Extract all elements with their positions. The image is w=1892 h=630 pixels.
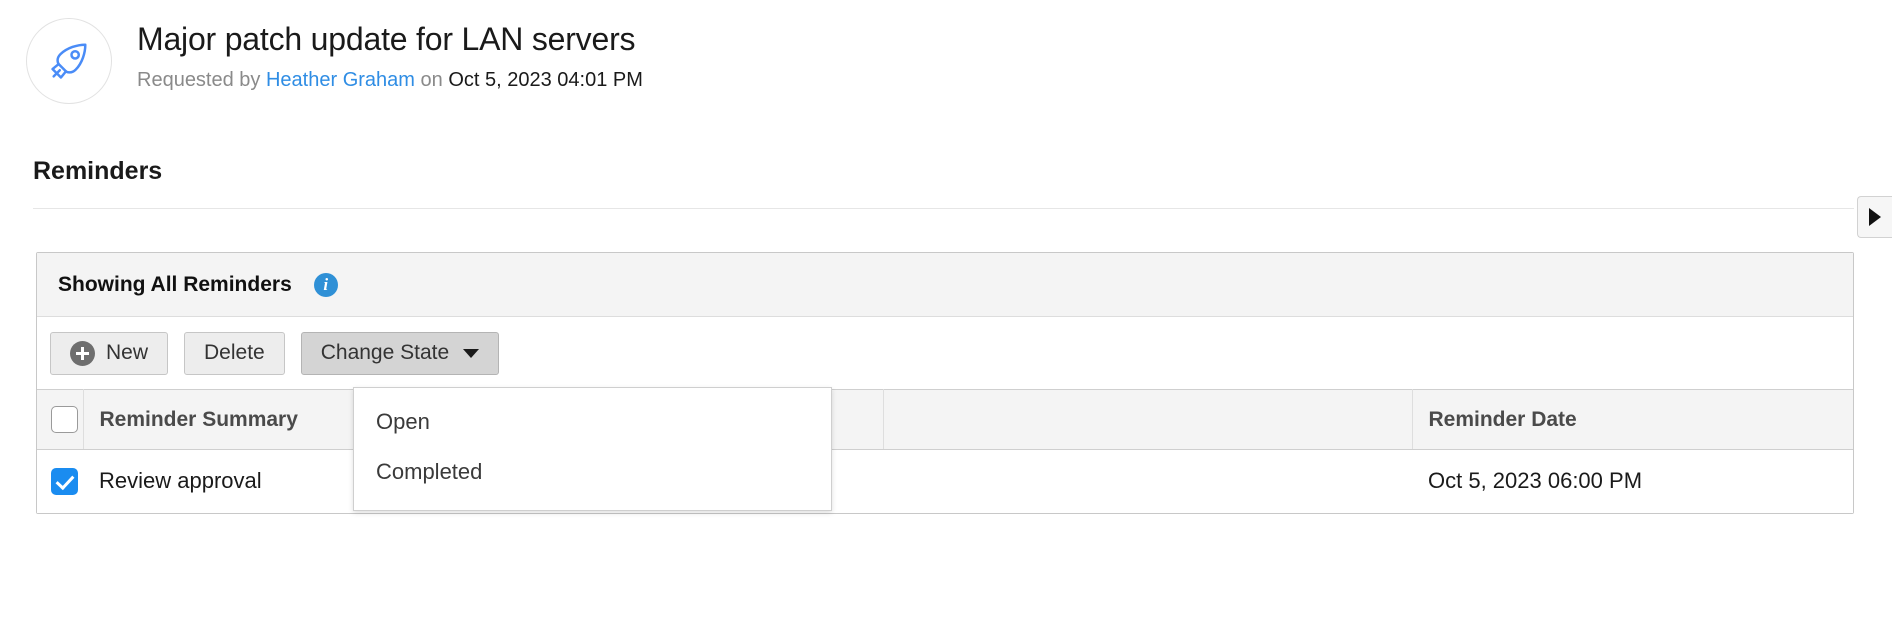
rocket-icon xyxy=(51,43,87,79)
cell-blank xyxy=(883,449,1412,513)
info-icon[interactable]: i xyxy=(313,272,338,297)
cell-reminder-date: Oct 5, 2023 06:00 PM xyxy=(1412,449,1853,513)
panel-toolbar: New Delete Change State Open Completed xyxy=(37,317,1853,511)
delete-button[interactable]: Delete xyxy=(184,331,285,375)
requested-date: Oct 5, 2023 04:01 PM xyxy=(448,69,643,92)
rocket-avatar xyxy=(26,18,112,104)
requester-link[interactable]: Heather Graham xyxy=(265,69,415,92)
page-header: Major patch update for LAN servers Reque… xyxy=(0,0,1892,104)
delete-button-label: Delete xyxy=(204,341,265,364)
section-title: Reminders xyxy=(33,157,163,185)
new-button[interactable]: New xyxy=(50,331,169,375)
select-all-header xyxy=(37,389,84,450)
panel-header: Showing All Reminders i xyxy=(37,253,1853,317)
select-all-checkbox[interactable] xyxy=(51,406,78,433)
reminders-section: Reminders Showing All Reminders i New De… xyxy=(0,157,1892,514)
reminders-table: Reminder Summary Reminder Date Review ap… xyxy=(37,389,1853,513)
plus-circle-icon xyxy=(70,340,95,366)
page-title: Major patch update for LAN servers xyxy=(137,21,636,57)
panel-title: Showing All Reminders xyxy=(58,272,292,296)
change-state-button[interactable]: Change State xyxy=(300,331,500,375)
requested-by-label: Requested by xyxy=(137,69,261,92)
triangle-right-icon xyxy=(1869,208,1881,226)
table-header-row: Reminder Summary Reminder Date xyxy=(37,389,1853,450)
table-body: Review approval Oct 5, 2023 06:00 PM xyxy=(37,449,1853,513)
column-header-blank[interactable] xyxy=(883,389,1413,450)
change-state-button-label: Change State xyxy=(320,341,450,364)
chevron-down-icon xyxy=(463,348,480,358)
reminders-panel: Showing All Reminders i New Delete Chang… xyxy=(36,252,1854,514)
table-row[interactable]: Review approval Oct 5, 2023 06:00 PM xyxy=(37,449,1853,513)
dropdown-item-completed[interactable]: Completed xyxy=(376,459,483,484)
section-divider xyxy=(33,208,1854,209)
header-text-block: Major patch update for LAN servers Reque… xyxy=(137,18,643,92)
dropdown-item-open[interactable]: Open xyxy=(376,409,430,434)
table-head: Reminder Summary Reminder Date xyxy=(37,389,1853,450)
row-select-cell xyxy=(37,449,83,513)
column-header-reminder-date[interactable]: Reminder Date xyxy=(1412,389,1853,450)
requested-by-line: Requested by Heather Graham on Oct 5, 20… xyxy=(137,68,643,92)
row-checkbox[interactable] xyxy=(51,468,78,496)
change-state-dropdown-menu: Open Completed xyxy=(353,387,832,511)
right-panel-expand-tab[interactable] xyxy=(1857,196,1892,238)
new-button-label: New xyxy=(106,341,149,364)
on-label: on xyxy=(420,69,443,92)
